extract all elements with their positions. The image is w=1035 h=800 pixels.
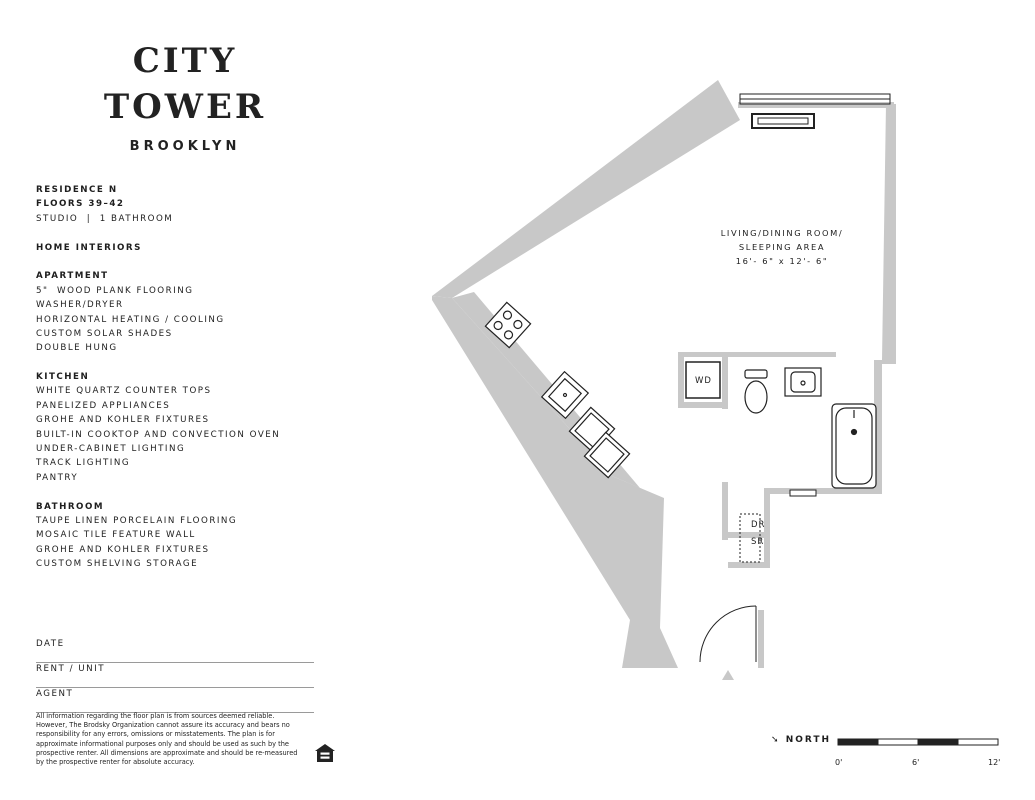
apartment-item: 5" WOOD PLANK FLOORING xyxy=(36,285,194,296)
residence-type: STUDIO | 1 BATHROOM xyxy=(36,213,174,224)
wd-wall-bottom xyxy=(678,402,728,408)
north-arrow-icon: ➘ xyxy=(771,735,781,745)
east-wall xyxy=(874,104,896,364)
apartment-item: CUSTOM SOLAR SHADES xyxy=(36,328,173,339)
bath-west-wall xyxy=(678,352,684,408)
kitchen-heading: KITCHEN xyxy=(36,372,90,383)
disclaimer: All information regarding the floor plan… xyxy=(36,712,298,767)
kitchen-item: WHITE QUARTZ COUNTER TOPS xyxy=(36,386,212,397)
equal-housing-icon xyxy=(315,744,335,762)
bath-east-wall xyxy=(874,364,882,494)
washer-dryer-box xyxy=(685,361,721,399)
apartment-item: HORIZONTAL HEATING / COOLING xyxy=(36,314,225,325)
kitchen-item: PANELIZED APPLIANCES xyxy=(36,400,171,411)
logo-tower: TOWER xyxy=(103,87,267,127)
kitchen-item: BUILT-IN COOKTOP AND CONVECTION OVEN xyxy=(36,429,281,440)
bath-bottom-wall xyxy=(768,488,882,494)
scale-bar xyxy=(837,738,999,746)
bath-top-wall xyxy=(678,352,836,357)
kitchen-item: UNDER-CABINET LIGHTING xyxy=(36,444,186,455)
kitchen-item: GROHE AND KOHLER FIXTURES xyxy=(36,415,210,426)
scale-tick-6: 6' xyxy=(912,758,920,767)
entry-door xyxy=(699,605,757,663)
closet-shelf xyxy=(739,513,761,563)
room-dimensions: 16'- 6" x 12'- 6" xyxy=(735,256,829,266)
kitchen-item: PANTRY xyxy=(36,472,79,483)
closet-dr-label: DR xyxy=(751,520,766,530)
scale-tick-12: 12' xyxy=(988,758,1001,767)
cooktop xyxy=(484,301,532,349)
oven xyxy=(583,431,631,479)
closet-sr-label: SR xyxy=(751,537,765,547)
bathroom-item: GROHE AND KOHLER FIXTURES xyxy=(36,544,210,555)
bathroom-item: TAUPE LINEN PORCELAIN FLOORING xyxy=(36,515,238,526)
logo: CITY TOWER BROOKLYN xyxy=(60,44,310,153)
agent-form: DATE RENT / UNIT AGENT xyxy=(36,638,314,713)
logo-brooklyn: BROOKLYN xyxy=(129,139,241,154)
toilet xyxy=(744,369,768,414)
bathroom-item: CUSTOM SHELVING STORAGE xyxy=(36,559,199,570)
date-field[interactable]: DATE xyxy=(36,638,314,663)
vanity xyxy=(784,367,822,397)
window xyxy=(739,93,891,129)
bathtub xyxy=(831,403,877,489)
north-indicator: ➘ NORTH xyxy=(771,735,831,745)
north-label: NORTH xyxy=(785,735,832,745)
walls xyxy=(432,80,896,668)
apartment-item: WASHER/DRYER xyxy=(36,300,124,311)
closet-bottom xyxy=(728,562,770,568)
apartment-heading: APARTMENT xyxy=(36,271,109,282)
entry-jamb xyxy=(758,610,764,668)
diagonal-wall xyxy=(432,80,740,298)
scale-tick-0: 0' xyxy=(835,758,843,767)
wd-wall-right xyxy=(722,357,728,409)
bathroom-heading: BATHROOM xyxy=(36,501,104,512)
spec-list: RESIDENCE N FLOORS 39–42 STUDIO | 1 BATH… xyxy=(36,183,336,572)
agent-field[interactable]: AGENT xyxy=(36,688,314,713)
home-interiors-heading: HOME INTERIORS xyxy=(36,242,142,253)
sink xyxy=(540,370,590,420)
logo-city: CITY xyxy=(132,41,238,81)
room-label-line1: LIVING/DINING ROOM/ xyxy=(720,228,844,238)
west-wall xyxy=(432,296,678,668)
room-label: LIVING/DINING ROOM/ SLEEPING AREA 16'- 6… xyxy=(705,226,859,268)
washer-dryer-label: WD xyxy=(695,376,712,386)
room-label-line2: SLEEPING AREA xyxy=(738,242,826,252)
rent-unit-field[interactable]: RENT / UNIT xyxy=(36,663,314,688)
closet-wall xyxy=(722,532,770,538)
kitchen-item: TRACK LIGHTING xyxy=(36,458,131,469)
north-wall xyxy=(738,102,894,108)
bathroom-item: MOSAIC TILE FEATURE WALL xyxy=(36,530,196,541)
entry-wall-right xyxy=(764,488,770,568)
entry-marker xyxy=(722,670,734,680)
residence-floors: FLOORS 39–42 xyxy=(36,199,125,210)
apartment-item: DOUBLE HUNG xyxy=(36,343,118,354)
bath-shelf xyxy=(789,489,817,497)
entry-wall-left xyxy=(722,482,728,540)
residence-name: RESIDENCE N xyxy=(36,185,118,195)
